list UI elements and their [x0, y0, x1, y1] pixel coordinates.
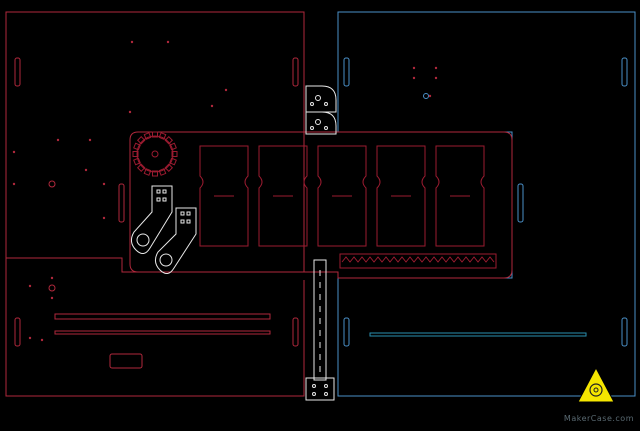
arm-hole	[156, 197, 161, 202]
arm-hole	[162, 189, 167, 194]
slot	[621, 317, 628, 347]
marker-dot	[130, 40, 134, 44]
watermark: MakerCase.com	[563, 414, 634, 423]
slot	[14, 317, 21, 347]
arm-joint	[159, 253, 173, 267]
marker-dot	[28, 336, 32, 340]
arm-left	[130, 185, 173, 254]
mount-hole	[48, 180, 56, 188]
slot	[292, 317, 299, 347]
gear-tooth	[132, 151, 139, 157]
gear-hub	[151, 150, 159, 158]
marker-dot	[12, 182, 16, 186]
arm-right	[154, 207, 197, 274]
gear-tooth	[164, 135, 174, 145]
gear-tooth	[152, 170, 158, 177]
compartment	[199, 145, 249, 247]
left-panel-lower-outline	[5, 258, 305, 397]
gear-tooth	[136, 135, 146, 145]
compartment	[376, 145, 426, 247]
small-bracket	[109, 353, 143, 369]
arm-joint	[136, 233, 150, 247]
gear-teeth	[132, 131, 178, 177]
marker-dot	[412, 76, 416, 80]
right-panel-outline	[337, 11, 636, 397]
marker-dot	[102, 182, 106, 186]
compartment	[258, 145, 308, 247]
marker-dot	[40, 338, 44, 342]
compartment	[317, 145, 367, 247]
rack-tooth-edge	[341, 256, 495, 263]
arm-left-outline	[130, 185, 173, 254]
arm-hole	[186, 211, 191, 216]
marker-dot	[434, 66, 438, 70]
marker-dots	[12, 40, 438, 342]
marker-dot	[434, 76, 438, 80]
marker-dot	[50, 296, 54, 300]
gear-tooth	[164, 163, 174, 173]
marker-dot	[412, 66, 416, 70]
marker-dot	[88, 138, 92, 142]
gear-tooth	[136, 163, 146, 173]
gear-tooth	[133, 142, 141, 151]
gear-tooth	[169, 142, 177, 151]
marker-dot	[166, 40, 170, 44]
marker-dot	[210, 104, 214, 108]
arm-hole	[156, 189, 161, 194]
blue-rail	[369, 332, 587, 337]
hinge-top	[305, 85, 337, 113]
marker-dot	[50, 276, 54, 280]
marker-dot	[102, 216, 106, 220]
gear-tooth	[133, 157, 141, 166]
compartment	[435, 145, 485, 247]
rail-bar	[54, 330, 271, 335]
marker-dot	[224, 88, 228, 92]
strut-foot	[305, 377, 335, 401]
rack-body	[339, 253, 497, 269]
gear-tooth	[143, 168, 152, 176]
arm-hole	[180, 219, 185, 224]
marker-dot	[84, 168, 88, 172]
gear-tooth	[158, 168, 167, 176]
hinge-bottom	[305, 111, 337, 135]
rail-bar	[54, 313, 271, 320]
logo-triangle	[577, 366, 615, 403]
gear-tooth	[152, 131, 158, 138]
right-panel	[337, 11, 636, 397]
slot	[621, 57, 628, 87]
slot	[14, 57, 21, 87]
vertical-strut	[313, 259, 327, 381]
arm-right-outline	[154, 207, 197, 274]
gear	[136, 135, 174, 173]
left-panel	[5, 11, 305, 397]
slot	[292, 57, 299, 87]
slot	[343, 317, 350, 347]
laser-warning-icon	[577, 366, 615, 403]
marker-dot	[428, 94, 432, 98]
arm-hole	[180, 211, 185, 216]
marker-dot	[28, 284, 32, 288]
rack-teeth	[341, 256, 495, 263]
center-plate-outline	[129, 131, 513, 279]
arm-hole	[162, 197, 167, 202]
slot	[118, 183, 125, 223]
gear-tooth	[143, 132, 152, 140]
marker-dot	[128, 110, 132, 114]
gear-tooth	[169, 157, 177, 166]
gear-rack	[339, 253, 497, 269]
compartment-group	[199, 145, 485, 247]
marker-dot	[12, 150, 16, 154]
slot	[517, 183, 524, 223]
center-plate	[129, 131, 513, 279]
gear-tooth	[158, 132, 167, 140]
slot	[343, 57, 350, 87]
mount-hole	[48, 284, 56, 292]
marker-dot	[56, 138, 60, 142]
mount-hole	[423, 93, 429, 99]
gear-tooth	[171, 151, 178, 157]
arm-hole	[186, 219, 191, 224]
